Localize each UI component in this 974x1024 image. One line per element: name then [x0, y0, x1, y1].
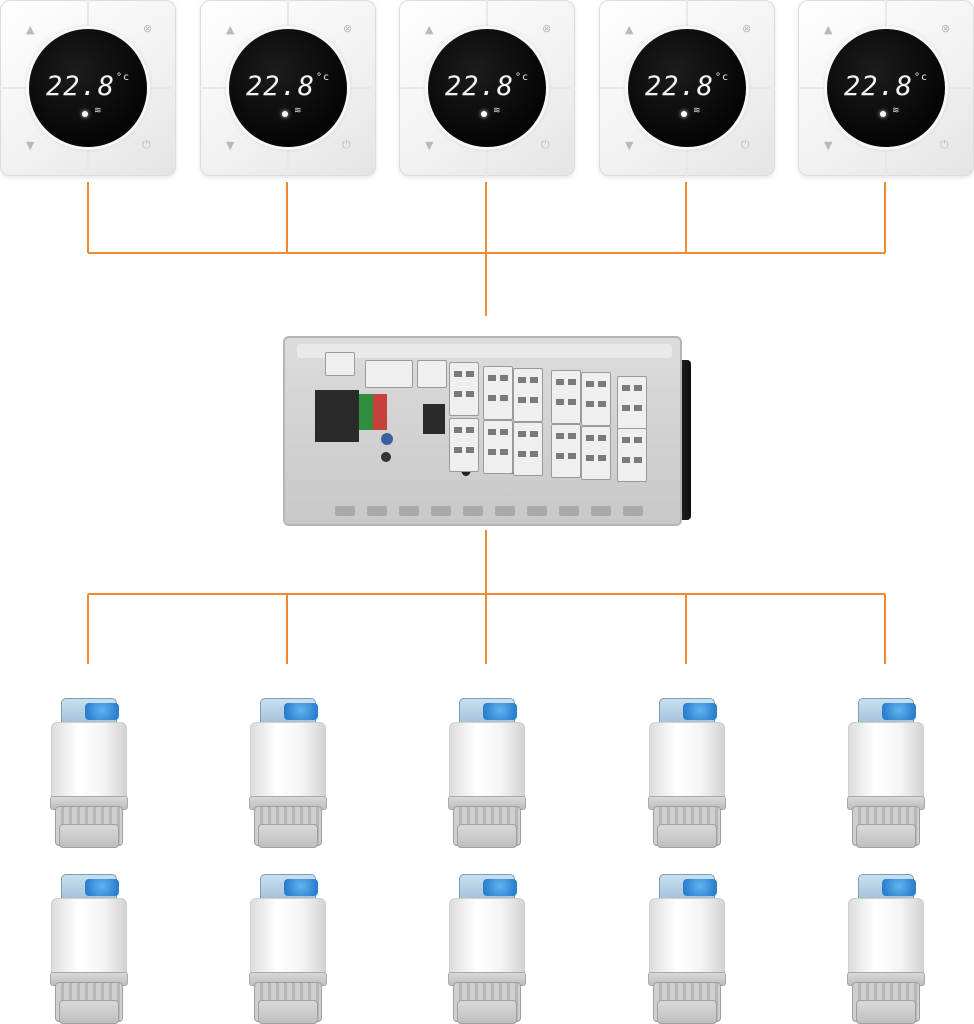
thermostat-display: 22.8°c ≋ — [29, 29, 147, 147]
temperature-unit: °c — [714, 72, 730, 83]
mode-icon[interactable]: ⊗ — [343, 22, 353, 35]
actuator-indicator-icon — [882, 879, 916, 896]
up-arrow-icon[interactable]: ▲ — [824, 23, 833, 36]
mode-icon[interactable]: ⊗ — [542, 22, 552, 35]
power-icon[interactable]: ⏻ — [142, 138, 151, 151]
actuator-indicator-icon — [85, 879, 119, 896]
actuator-indicator-icon — [683, 703, 717, 720]
transformer — [315, 390, 359, 442]
power-icon[interactable]: ⏻ — [741, 138, 750, 151]
actuator-indicator-icon — [683, 879, 717, 896]
terminal-block — [617, 428, 647, 482]
down-arrow-icon[interactable]: ▼ — [26, 139, 35, 152]
terminal-block — [483, 420, 513, 474]
temperature-unit: °c — [115, 72, 131, 83]
indicator-light-icon — [880, 111, 886, 117]
temperature-unit: °c — [315, 72, 331, 83]
actuator-indicator-icon — [284, 879, 318, 896]
indicator-light-icon — [481, 111, 487, 117]
indicator-light-icon — [681, 111, 687, 117]
mode-icon[interactable]: ⊗ — [941, 22, 951, 35]
temperature-reading: 22.8 — [644, 71, 714, 102]
thermostat-1: ▲ ⊗ ▼ ⏻ 22.8°c ≋ — [0, 0, 176, 176]
thermal-actuator — [247, 698, 327, 848]
terminal-block — [513, 368, 543, 422]
terminal-block — [581, 426, 611, 480]
thermostat-display: 22.8°c ≋ — [628, 29, 746, 147]
heating-icon: ≋ — [693, 106, 701, 116]
heating-icon: ≋ — [493, 106, 501, 116]
terminal-block — [449, 362, 479, 416]
heating-icon: ≋ — [892, 106, 900, 116]
mode-icon[interactable]: ⊗ — [143, 22, 153, 35]
thermal-actuator — [446, 698, 526, 848]
down-arrow-icon[interactable]: ▼ — [226, 139, 235, 152]
heating-icon: ≋ — [294, 106, 302, 116]
thermal-actuator — [646, 698, 726, 848]
terminal-block — [365, 360, 413, 388]
thermostat-display: 22.8°c ≋ — [229, 29, 347, 147]
thermal-actuator — [446, 874, 526, 1024]
terminal-block — [551, 424, 581, 478]
temperature-reading: 22.8 — [245, 71, 315, 102]
terminal-block — [449, 418, 479, 472]
thermal-actuator — [845, 874, 925, 1024]
thermal-actuator — [247, 874, 327, 1024]
actuator-indicator-icon — [284, 703, 318, 720]
heating-icon: ≋ — [94, 106, 102, 116]
power-icon[interactable]: ⏻ — [342, 138, 351, 151]
thermal-actuator — [48, 698, 128, 848]
temperature-reading: 22.8 — [45, 71, 115, 102]
power-icon[interactable]: ⏻ — [940, 138, 949, 151]
actuator-indicator-icon — [483, 703, 517, 720]
wiring-controller — [283, 336, 691, 526]
thermal-actuator — [646, 874, 726, 1024]
indicator-light-icon — [82, 111, 88, 117]
actuator-indicator-icon — [85, 703, 119, 720]
terminal-block — [325, 352, 355, 376]
up-arrow-icon[interactable]: ▲ — [625, 23, 634, 36]
down-arrow-icon[interactable]: ▼ — [625, 139, 634, 152]
temperature-reading: 22.8 — [444, 71, 514, 102]
temperature-unit: °c — [514, 72, 530, 83]
terminal-block — [513, 422, 543, 476]
thermostat-display: 22.8°c ≋ — [428, 29, 546, 147]
thermostat-4: ▲ ⊗ ▼ ⏻ 22.8°c ≋ — [599, 0, 775, 176]
actuator-indicator-icon — [483, 879, 517, 896]
indicator-light-icon — [282, 111, 288, 117]
up-arrow-icon[interactable]: ▲ — [26, 23, 35, 36]
up-arrow-icon[interactable]: ▲ — [425, 23, 434, 36]
thermal-actuator — [845, 698, 925, 848]
thermostat-3: ▲ ⊗ ▼ ⏻ 22.8°c ≋ — [399, 0, 575, 176]
terminal-block — [617, 376, 647, 430]
terminal-block — [551, 370, 581, 424]
temperature-unit: °c — [913, 72, 929, 83]
terminal-block — [417, 360, 447, 388]
thermostat-display: 22.8°c ≋ — [827, 29, 945, 147]
terminal-block — [483, 366, 513, 420]
thermal-actuator — [48, 874, 128, 1024]
terminal-block — [581, 372, 611, 426]
up-arrow-icon[interactable]: ▲ — [226, 23, 235, 36]
down-arrow-icon[interactable]: ▼ — [425, 139, 434, 152]
temperature-reading: 22.8 — [843, 71, 913, 102]
thermostat-5: ▲ ⊗ ▼ ⏻ 22.8°c ≋ — [798, 0, 974, 176]
mode-icon[interactable]: ⊗ — [742, 22, 752, 35]
actuator-indicator-icon — [882, 703, 916, 720]
down-arrow-icon[interactable]: ▼ — [824, 139, 833, 152]
power-icon[interactable]: ⏻ — [541, 138, 550, 151]
thermostat-2: ▲ ⊗ ▼ ⏻ 22.8°c ≋ — [200, 0, 376, 176]
